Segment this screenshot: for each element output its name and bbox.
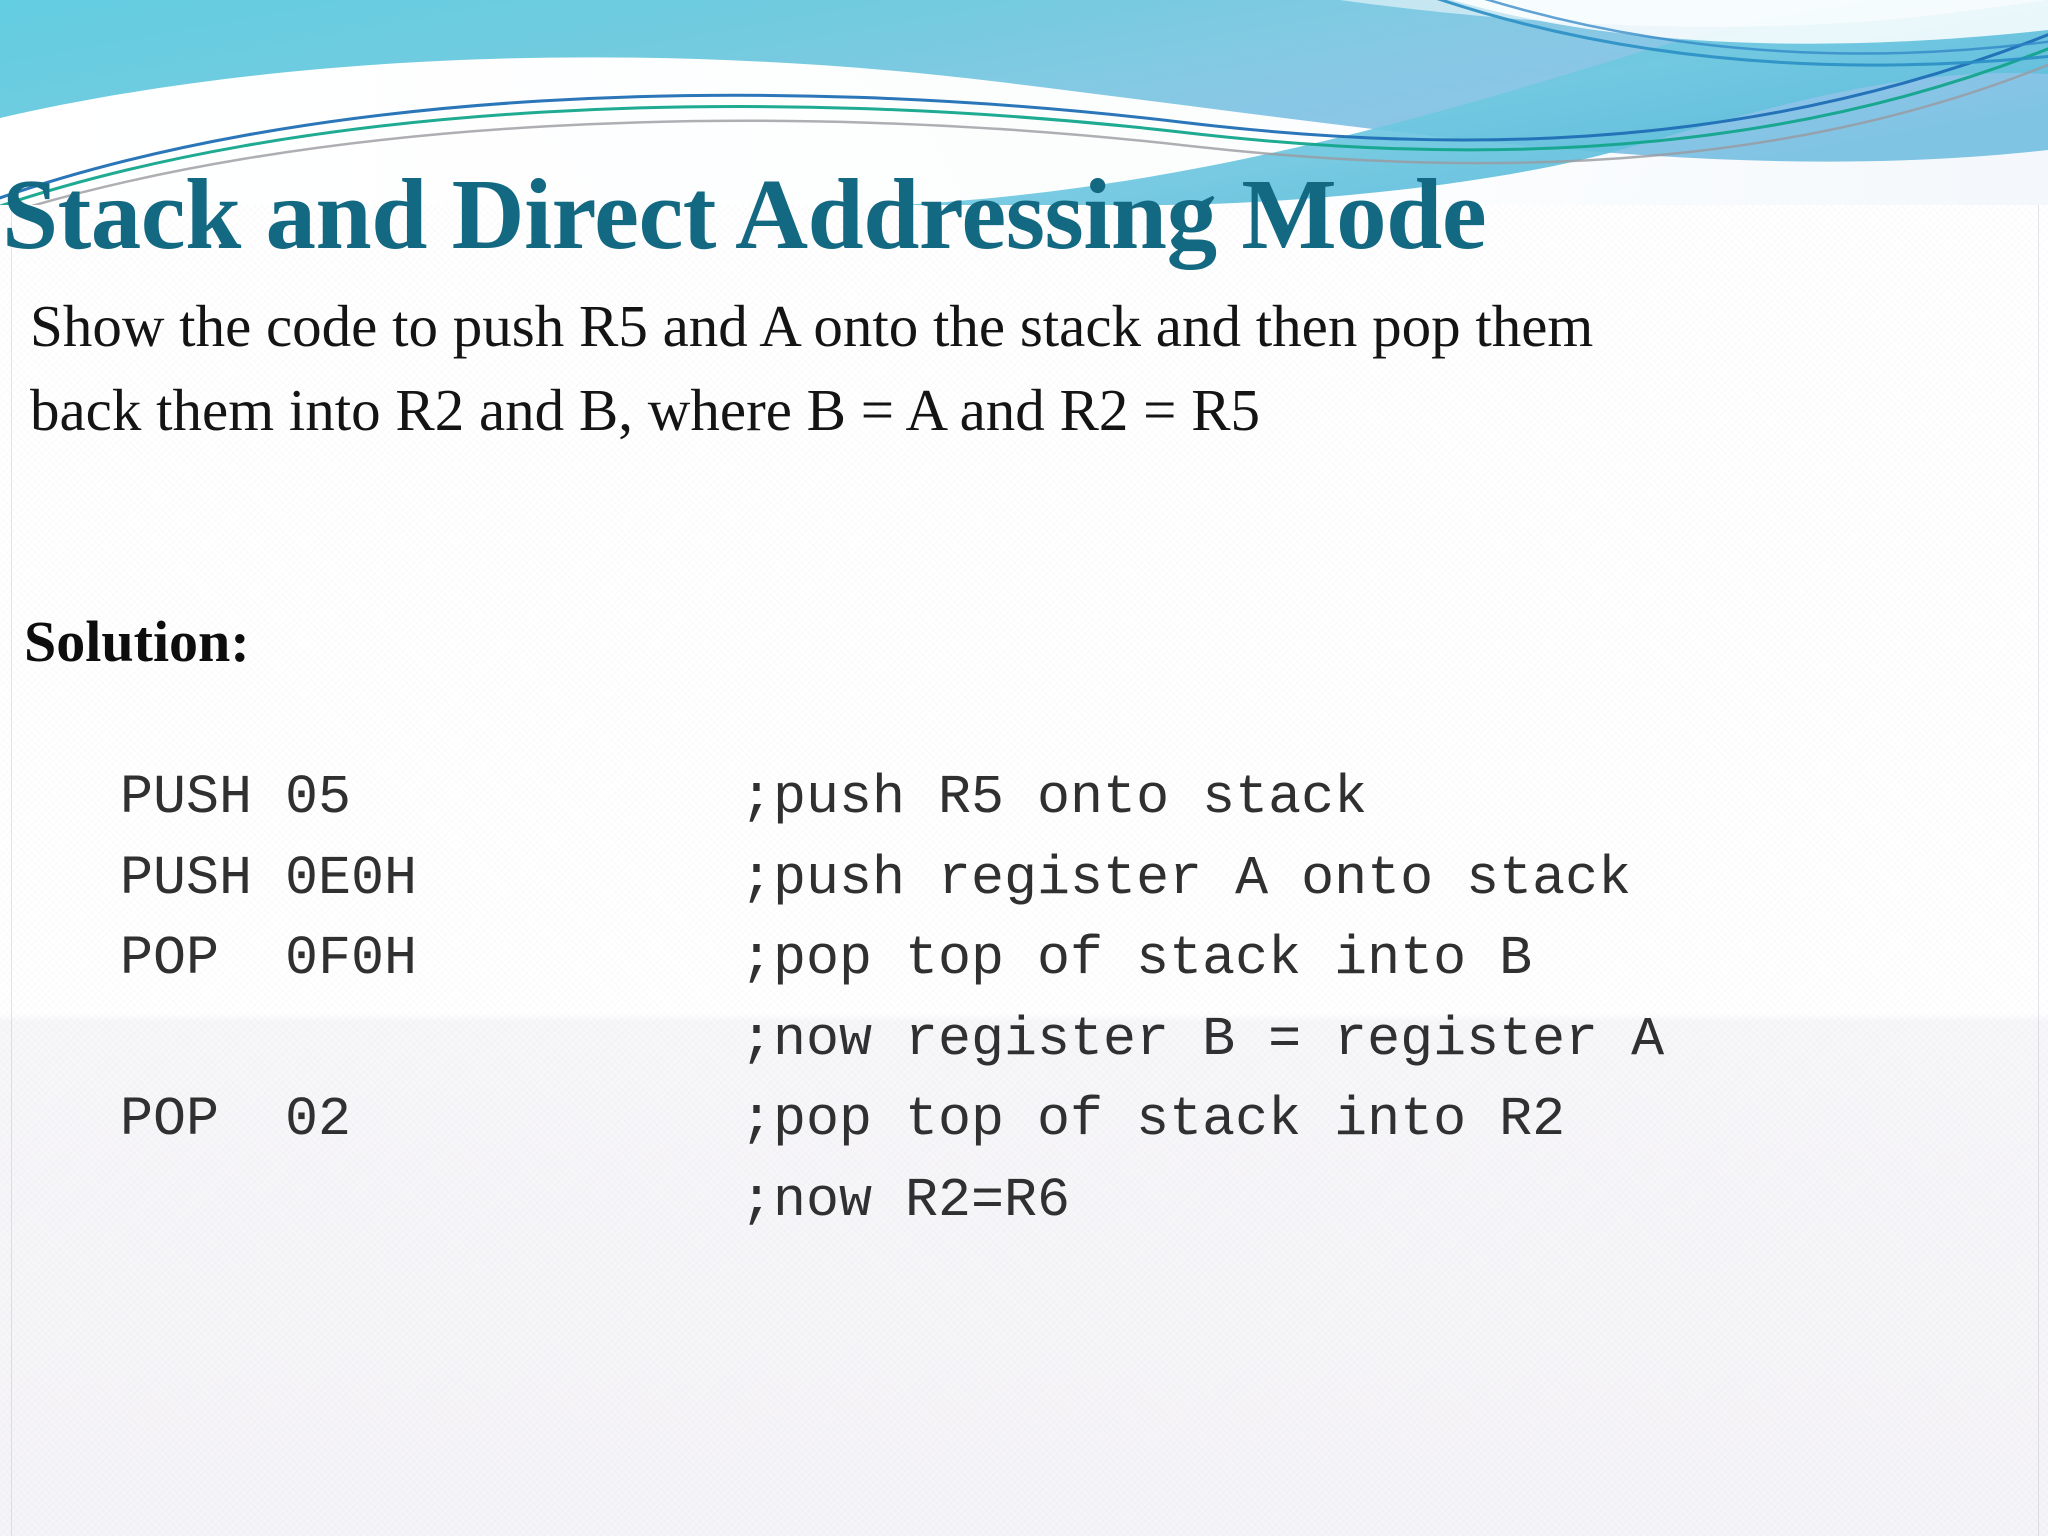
header-banner-graphic — [0, 0, 2048, 205]
code-comment: ;push register A onto stack — [740, 846, 1632, 910]
code-comment: ;now register B = register A — [740, 1007, 1665, 1071]
code-instruction: POP 02 — [120, 1088, 352, 1152]
code-instruction: PUSH 05 — [120, 766, 352, 829]
code-row: PUSH 0E0H ;push register A onto stack — [120, 839, 2020, 920]
banner-accent-line-blue-right — [1436, 0, 2048, 67]
banner-svg — [0, 0, 2048, 205]
question-text-block: Show the code to push R5 and A onto the … — [30, 285, 2015, 453]
code-instruction: PUSH 0E0H — [120, 846, 418, 910]
banner-accent-line-gray — [30, 63, 2048, 205]
banner-accent-line-blue-right2 — [1484, 0, 2048, 55]
code-row: ;now register B = register A — [120, 1000, 2020, 1081]
question-line-1: Show the code to push R5 and A onto the … — [30, 293, 1594, 359]
banner-accent-line-teal — [0, 47, 2048, 205]
code-comment: ;pop top of stack into R2 — [740, 1088, 1566, 1152]
banner-teal-ribbon — [900, 0, 2048, 205]
code-instruction: POP 0F0H — [120, 927, 418, 991]
code-comment: ;pop top of stack into B — [740, 927, 1533, 991]
code-row: PUSH 05 ;push R5 onto stack — [120, 758, 2020, 839]
code-row: ;now R2=R6 — [120, 1161, 2020, 1242]
question-line-2: back them into R2 and B, where B = A and… — [30, 376, 1261, 443]
assembly-code-listing: PUSH 05 ;push R5 onto stack PUSH 0E0H ;p… — [120, 758, 2020, 1241]
solution-heading: Solution: — [24, 609, 250, 674]
banner-accent-line-blue — [0, 33, 2048, 200]
code-comment: ;push R5 onto stack — [740, 766, 1368, 829]
code-comment: ;now R2=R6 — [740, 1168, 1071, 1232]
banner-white-swoosh-upper2 — [1452, 0, 2048, 44]
slide-title: Stack and Direct Addressing Mode — [2, 157, 1487, 270]
code-row: POP 02 ;pop top of stack into R2 — [120, 1080, 2020, 1161]
code-row: POP 0F0H ;pop top of stack into B — [120, 919, 2020, 1000]
